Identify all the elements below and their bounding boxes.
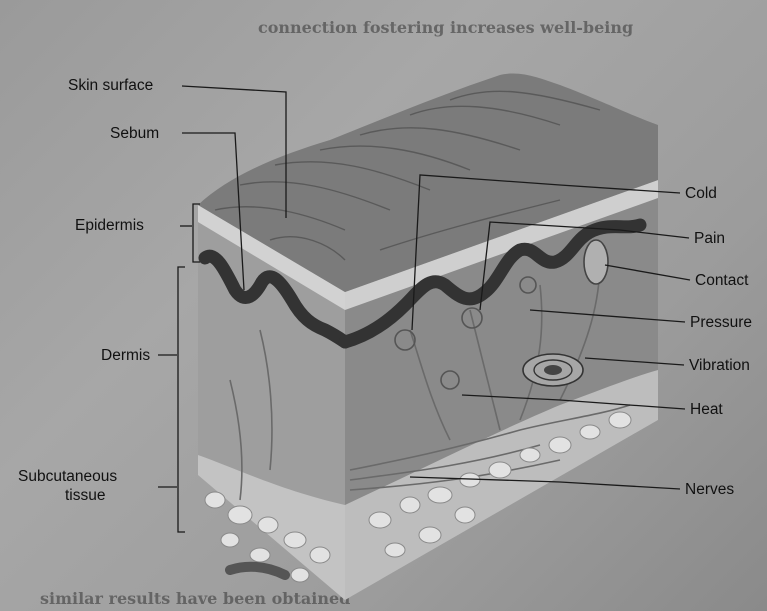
label-cold: Cold bbox=[685, 185, 717, 202]
label-skin-surface: Skin surface bbox=[68, 77, 153, 94]
label-epidermis: Epidermis bbox=[75, 217, 144, 234]
label-pressure: Pressure bbox=[690, 314, 752, 331]
label-pain: Pain bbox=[694, 230, 725, 247]
label-heat: Heat bbox=[690, 401, 723, 418]
label-dermis: Dermis bbox=[101, 347, 150, 364]
label-subcutaneous-line1: Subcutaneous bbox=[18, 468, 117, 485]
header-fragment-bottom: similar results have been obtained bbox=[40, 589, 350, 608]
label-contact: Contact bbox=[695, 272, 749, 289]
label-vibration: Vibration bbox=[689, 357, 750, 374]
contact-corpuscle bbox=[584, 240, 608, 284]
layer-brackets bbox=[178, 204, 200, 532]
label-subcutaneous-line2: tissue bbox=[65, 487, 106, 504]
blood-vessel bbox=[230, 567, 285, 575]
label-sebum: Sebum bbox=[110, 125, 159, 142]
label-nerves: Nerves bbox=[685, 481, 734, 498]
header-fragment-top: connection fostering increases well-bein… bbox=[258, 18, 633, 37]
vibration-corpuscle bbox=[523, 354, 583, 386]
